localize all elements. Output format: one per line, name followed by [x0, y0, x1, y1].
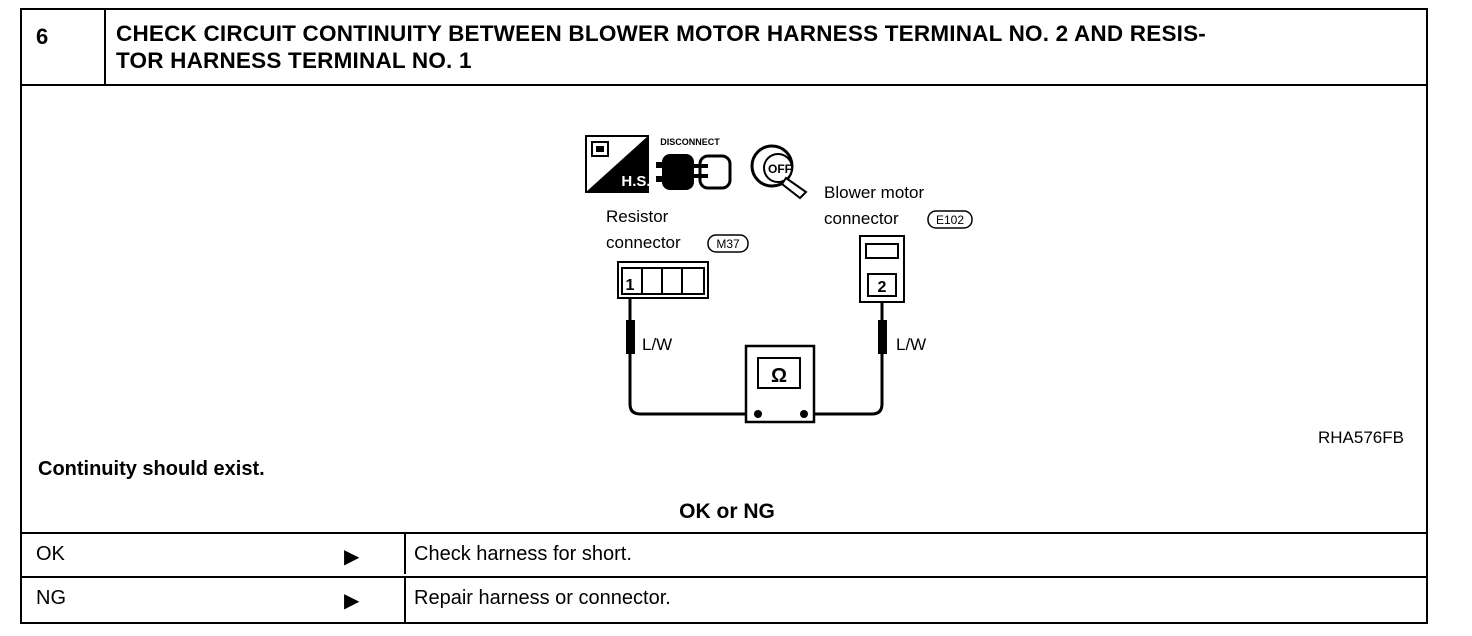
blower-connector-label-2: connector	[824, 209, 899, 228]
resistor-terminal-number: 1	[626, 277, 635, 294]
expected-result-note: Continuity should exist.	[38, 458, 265, 480]
continuity-test-diagram: H.S. DISCONNECT OFF Resistor connector M…	[585, 135, 973, 424]
blower-terminal-number: 2	[878, 279, 887, 296]
blower-motor-connector: 2	[859, 235, 905, 303]
ignition-off-label: OFF	[768, 162, 792, 176]
decision-heading: OK or NG	[679, 500, 775, 523]
blower-connector-label-1: Blower motor	[824, 183, 924, 202]
result-label: OK	[36, 543, 65, 565]
ohmmeter-symbol: Ω	[771, 365, 787, 387]
right-triangle-arrow-icon: ▶	[344, 590, 360, 612]
resistor-connector-label-2: connector	[606, 233, 681, 252]
resistor-connector-code: M37	[716, 237, 740, 251]
resistor-connector-label-1: Resistor	[606, 207, 669, 226]
disconnect-icon: DISCONNECT	[656, 137, 732, 190]
result-action: Repair harness or connector.	[404, 578, 1426, 622]
hs-badge-label: H.S.	[621, 173, 650, 190]
step-number: 6	[22, 10, 106, 84]
disconnect-label: DISCONNECT	[660, 137, 720, 147]
test-leads	[626, 298, 887, 416]
blower-wire-color: L/W	[896, 335, 926, 354]
inspection-step-frame: 6 CHECK CIRCUIT CONTINUITY BETWEEN BLOWE…	[20, 8, 1428, 624]
ignition-off-icon: OFF	[750, 144, 808, 200]
result-label: NG	[36, 587, 66, 609]
step-title: CHECK CIRCUIT CONTINUITY BETWEEN BLOWER …	[116, 20, 1416, 74]
right-triangle-arrow-icon: ▶	[344, 546, 360, 568]
step-title-line-2: TOR HARNESS TERMINAL NO. 1	[116, 48, 472, 73]
ohmmeter-icon: Ω	[744, 344, 816, 424]
result-action: Check harness for short.	[404, 534, 1426, 574]
resistor-connector: 1	[617, 261, 709, 299]
result-row-ok: OK ▶ Check harness for short.	[22, 532, 1426, 574]
figure-reference-code: RHA576FB	[1318, 428, 1404, 447]
result-row-ng: NG ▶ Repair harness or connector.	[22, 576, 1426, 622]
blower-connector-code: E102	[936, 213, 964, 227]
resistor-wire-color: L/W	[642, 335, 672, 354]
hs-badge-icon: H.S.	[585, 135, 651, 193]
step-title-line-1: CHECK CIRCUIT CONTINUITY BETWEEN BLOWER …	[116, 21, 1206, 46]
step-header: 6 CHECK CIRCUIT CONTINUITY BETWEEN BLOWE…	[22, 10, 1426, 86]
